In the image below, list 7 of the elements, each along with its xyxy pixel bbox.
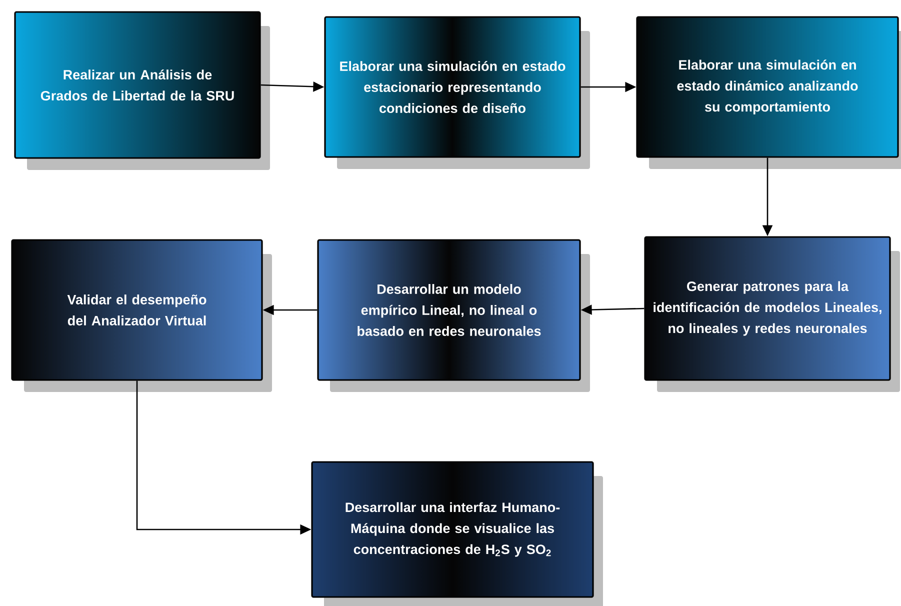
process-box: Elaborar una simulación en estado dinámico analizando su comportamiento (636, 16, 901, 169)
process-box: Desarrollar una interfaz Humano-Máquina donde se visualice las concentraciones de H$_{2}$S y SO$_{2}$ (311, 461, 603, 606)
process-box: Elaborar una simulación en estado estacionario representando condiciones de diseño (324, 16, 590, 169)
process-box: Generar patrones para la identificación de modelos Lineales, no lineales y redes neuronales (644, 236, 900, 392)
process-box: Realizar un Análisis de Grados de Libertad de la SRU (14, 11, 270, 170)
process-box: Validar el desempeño del Analizador Virtual (11, 239, 272, 392)
process-box: Desarrollar un modelo empírico Lineal, no lineal o basado en redes neuronales (317, 239, 590, 392)
